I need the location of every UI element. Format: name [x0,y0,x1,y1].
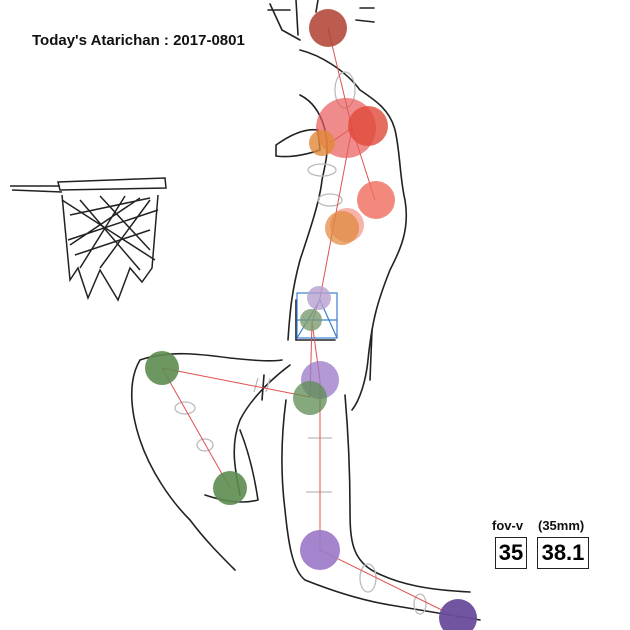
joint-head[interactable] [309,9,347,47]
lens-label: (35mm) [538,518,585,533]
body-sketch [130,0,481,621]
joint-waist[interactable] [325,211,359,245]
fov-value[interactable]: 35 [495,537,527,569]
joint-hip[interactable] [300,309,322,331]
joint-left-thigh[interactable] [293,381,327,415]
joint-left-wrist[interactable] [309,130,335,156]
page-title: Today's Atarichan : 2017-0801 [32,32,245,49]
joint-right-foot[interactable] [439,599,477,630]
joint-left-knee[interactable] [145,351,179,385]
segment-guides [174,71,427,615]
joint-right-elbow[interactable] [357,181,395,219]
lens-value[interactable]: 38.1 [537,537,589,569]
joint-right-knee[interactable] [300,530,340,570]
basketball-hoop [10,177,167,302]
fov-label: fov-v [492,518,524,533]
pose-joints [145,9,477,630]
joint-shoulder[interactable] [348,106,388,146]
joint-left-ankle[interactable] [213,471,247,505]
joint-hip-upper[interactable] [307,286,331,310]
